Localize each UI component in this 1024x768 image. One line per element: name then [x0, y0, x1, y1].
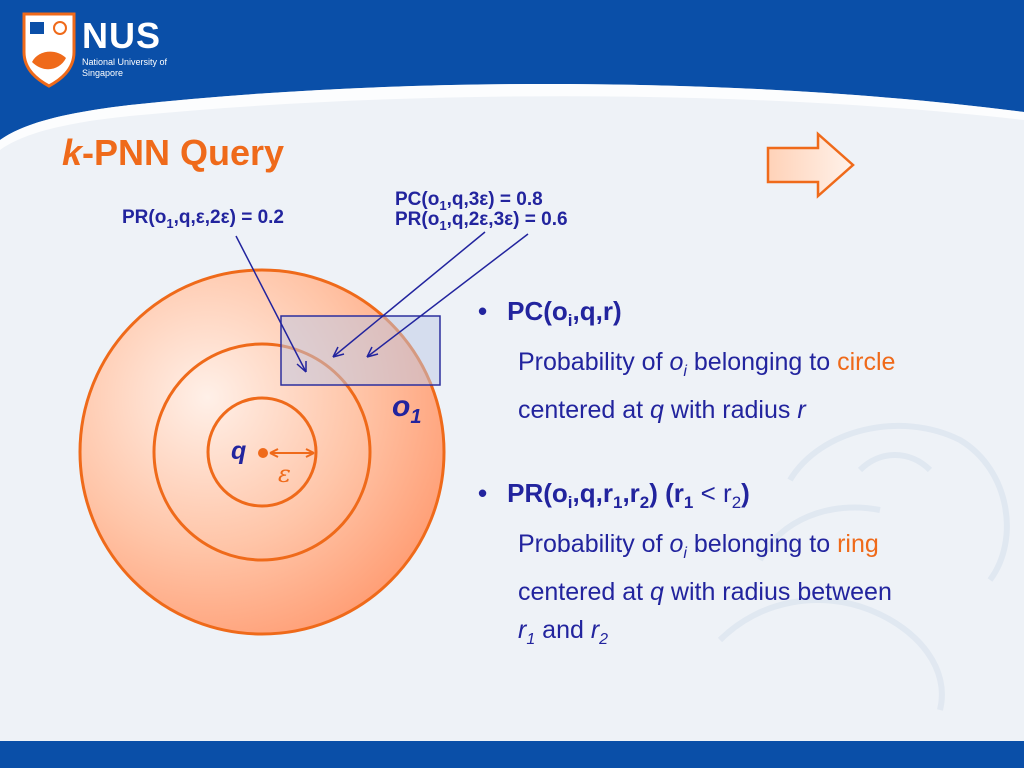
nus-logo — [22, 12, 76, 88]
bullet-2-title-sub3: 2 — [639, 493, 650, 513]
bullet-2-marker: • — [478, 478, 488, 508]
desc-text: belonging to — [686, 348, 838, 376]
desc-text: with radius between — [663, 578, 892, 606]
object-label-o1: o1 — [392, 390, 421, 429]
bullet-1-title-sub: i — [567, 311, 573, 331]
bullet-1-title: • PC(oi,q,r) — [478, 296, 622, 331]
bullet-2-title-a: PR(o — [507, 478, 568, 508]
logo-subtitle: National University of Singapore — [82, 57, 168, 78]
bullet-1-desc-line-2: centered at q with radius r — [518, 391, 895, 429]
desc-text: Probability of — [518, 530, 670, 558]
desc-text: and — [535, 616, 591, 644]
bullet-1-title-b: ,q,r) — [572, 296, 622, 326]
label-pr-left: PR(o1,q,ε,2ε) = 0.2 — [122, 207, 284, 231]
desc-text: with radius — [663, 396, 798, 424]
label-pr-right-post: ,q,2ε,3ε) = 0.6 — [446, 209, 568, 230]
query-label: q — [231, 437, 247, 465]
desc-text: centered at — [518, 578, 651, 606]
desc-var-r1: r — [518, 616, 527, 644]
desc-var-r2-sub: 2 — [599, 631, 609, 648]
bullet-2-description: Probability of oi belonging to ring cent… — [518, 525, 892, 659]
bullet-2-title-sub4: 1 — [683, 493, 694, 513]
label-pr-left-pre: PR(o — [122, 207, 167, 228]
bullet-1-marker: • — [478, 296, 488, 326]
next-slide-arrow-shape[interactable] — [766, 131, 855, 199]
logo-name: NUS — [82, 15, 162, 56]
epsilon-arrow-head-right — [305, 448, 315, 458]
query-point — [258, 448, 268, 458]
bullet-2-title-g: ) — [741, 478, 750, 508]
bullet-2-title-d: ) (r — [649, 478, 684, 508]
label-pr-right: PR(o1,q,2ε,3ε) = 0.6 — [395, 209, 568, 233]
bullet-2-title-sub5: 2 — [731, 493, 742, 513]
header-band — [0, 0, 1024, 140]
footer-band — [0, 741, 1024, 768]
bullet-1-description: Probability of oi belonging to circle ce… — [518, 343, 895, 429]
title-rest: -PNN Query — [82, 132, 285, 173]
label-pr-left-post: ,q,ε,2ε) = 0.2 — [173, 207, 284, 228]
bullet-2-title-f: r — [723, 478, 732, 508]
desc-text: Probability of — [518, 348, 670, 376]
label-pc-top-pre: PC(o — [395, 189, 440, 210]
bullet-2-title-sub2: 1 — [612, 493, 623, 513]
desc-highlight-ring: ring — [837, 530, 879, 558]
desc-text: belonging to — [686, 530, 838, 558]
desc-var-q: q — [650, 396, 664, 424]
label-pr-left-sub: 1 — [166, 215, 174, 231]
bullet-1-title-a: PC(o — [507, 296, 568, 326]
label-pc-top-sub: 1 — [439, 197, 447, 213]
desc-var-i: i — [683, 363, 687, 380]
bullet-2-desc-line-3: r1 and r2 — [518, 611, 892, 659]
object-label-sub: 1 — [410, 406, 422, 428]
desc-highlight-circle: circle — [837, 348, 896, 376]
label-pc-top: PC(o1,q,3ε) = 0.8 — [395, 189, 543, 213]
epsilon-arrow-head-left — [269, 448, 279, 458]
bullet-2-title-e: < — [693, 478, 724, 508]
bullet-2-title: •PR(oi,q,r1,r2) (r1 < r2) — [478, 478, 750, 513]
desc-text: centered at — [518, 396, 651, 424]
inner-circle-eps — [206, 396, 318, 508]
bullet-2-title-c: ,r — [622, 478, 640, 508]
lion-watermark — [717, 422, 1010, 711]
bullet-2-title-b: ,q,r — [572, 478, 613, 508]
desc-var-i: i — [683, 545, 687, 562]
pointer-arrows — [235, 231, 529, 373]
desc-var-q: q — [650, 578, 664, 606]
label-pr-right-pre: PR(o — [395, 209, 440, 230]
desc-var-o: o — [669, 348, 684, 376]
slide-title: k-PNN Query — [62, 132, 284, 174]
bullet-2-desc-line-2: centered at q with radius between — [518, 573, 892, 611]
object-label-main: o — [392, 390, 411, 423]
title-italic-k: k — [62, 132, 83, 173]
middle-circle-2eps — [152, 342, 372, 562]
nus-wordmark: NUS National University of Singapore — [82, 18, 182, 79]
label-pc-top-post: ,q,3ε) = 0.8 — [446, 189, 543, 210]
bullet-2-desc-line-1: Probability of oi belonging to ring — [518, 525, 892, 573]
epsilon-label: ε — [278, 460, 291, 488]
desc-var-o: o — [669, 530, 684, 558]
bullet-2-title-sub1: i — [567, 493, 573, 513]
desc-var-r2: r — [590, 616, 600, 644]
bullet-1-desc-line-1: Probability of oi belonging to circle — [518, 343, 895, 391]
desc-var-r: r — [797, 396, 806, 424]
desc-var-r1-sub: 1 — [526, 631, 536, 648]
label-pr-right-sub: 1 — [439, 217, 447, 233]
object-region-rect — [280, 315, 441, 386]
header-highlight — [0, 83, 1024, 150]
